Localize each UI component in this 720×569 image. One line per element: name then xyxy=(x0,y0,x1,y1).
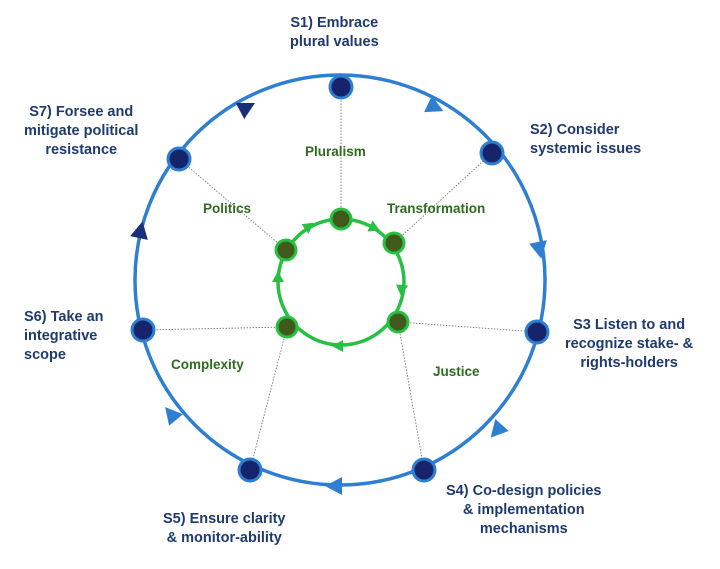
node-s6 xyxy=(130,317,156,343)
node-s1 xyxy=(328,74,354,100)
step-s3-line-3: rights-holders xyxy=(580,355,678,371)
node-s4 xyxy=(411,457,437,483)
concept-label-politics: Politics xyxy=(203,201,252,216)
step-label-s5: S5) Ensure clarity & monitor-ability xyxy=(163,510,286,548)
step-label-s3: S3 Listen to and recognize stake- & righ… xyxy=(565,316,693,373)
inner-arrow-2 xyxy=(396,284,408,296)
outer-arrow-s7-s1 xyxy=(235,103,256,119)
outer-arrow-s6-s7 xyxy=(130,221,148,240)
step-s1-line-2: plural values xyxy=(290,34,379,50)
step-s5-line-2: & monitor-ability xyxy=(166,530,282,546)
node-transformation xyxy=(382,231,406,255)
connector-justice-s3 xyxy=(397,321,538,333)
connector-justice-s4 xyxy=(397,321,425,471)
connector-politics-s7 xyxy=(178,158,287,251)
connector-transformation-s2 xyxy=(393,152,493,244)
step-s2-line-1: S2) Consider xyxy=(530,122,620,138)
connector-lines xyxy=(142,87,538,471)
outer-arrow-s1-s2 xyxy=(424,95,444,113)
inner-arrow-1 xyxy=(367,220,380,232)
step-label-s7: S7) Forsee and mitigate political resist… xyxy=(24,103,138,160)
step-label-s4: S4) Co-design policies & implementation … xyxy=(446,482,602,539)
step-s7-line-2: mitigate political xyxy=(24,123,139,139)
outer-arrow-s3-s4 xyxy=(490,418,509,438)
node-s2 xyxy=(479,140,505,166)
inner-arrow-4 xyxy=(272,271,284,282)
step-s7-line-1: S7) Forsee and xyxy=(29,104,134,120)
outer-arrow-s5-s6 xyxy=(165,406,183,426)
step-label-s2: S2) Consider systemic issues xyxy=(530,121,641,159)
inner-arrow-5 xyxy=(301,222,315,234)
node-justice xyxy=(386,310,410,334)
concept-label-pluralism: Pluralism xyxy=(305,144,366,159)
node-pluralism xyxy=(329,207,353,231)
step-s6-line-1: S6) Take an xyxy=(24,309,104,325)
step-s5-line-1: S5) Ensure clarity xyxy=(163,511,286,527)
step-s2-line-2: systemic issues xyxy=(530,141,642,157)
concept-label-complexity: Complexity xyxy=(171,357,244,372)
step-s3-line-1: S3 Listen to and xyxy=(573,317,686,333)
outer-cycle-ring xyxy=(133,73,547,487)
node-politics xyxy=(274,238,298,262)
inner-cycle-nodes xyxy=(274,207,410,339)
outer-cycle-nodes xyxy=(130,74,550,483)
node-complexity xyxy=(275,315,299,339)
outer-arrow-s2-s3 xyxy=(529,240,547,259)
step-s4-line-3: mechanisms xyxy=(479,521,568,537)
step-s4-line-2: & implementation xyxy=(462,502,585,518)
step-s3-line-2: recognize stake- & xyxy=(565,336,694,352)
step-s7-line-3: resistance xyxy=(45,142,118,158)
concept-label-transformation: Transformation xyxy=(387,201,486,216)
step-s6-line-2: integrative xyxy=(24,328,98,344)
step-s6-line-3: scope xyxy=(24,347,66,363)
outer-arrow-s4-s5 xyxy=(325,477,342,495)
step-label-s1: S1) Embrace plural values xyxy=(290,14,379,52)
concept-label-justice: Justice xyxy=(433,364,480,379)
connector-complexity-s6 xyxy=(142,326,288,331)
outer-cycle-arrows xyxy=(130,95,547,495)
step-label-s6: S6) Take an integrative scope xyxy=(24,308,104,365)
node-s7 xyxy=(166,146,192,172)
node-s3 xyxy=(524,319,550,345)
step-s4-line-1: S4) Co-design policies xyxy=(446,483,602,499)
inner-arrow-3 xyxy=(332,340,343,352)
inner-cycle-arrows xyxy=(272,220,408,352)
connector-complexity-s5 xyxy=(249,326,288,471)
step-s1-line-1: S1) Embrace xyxy=(290,15,379,31)
node-s5 xyxy=(237,457,263,483)
